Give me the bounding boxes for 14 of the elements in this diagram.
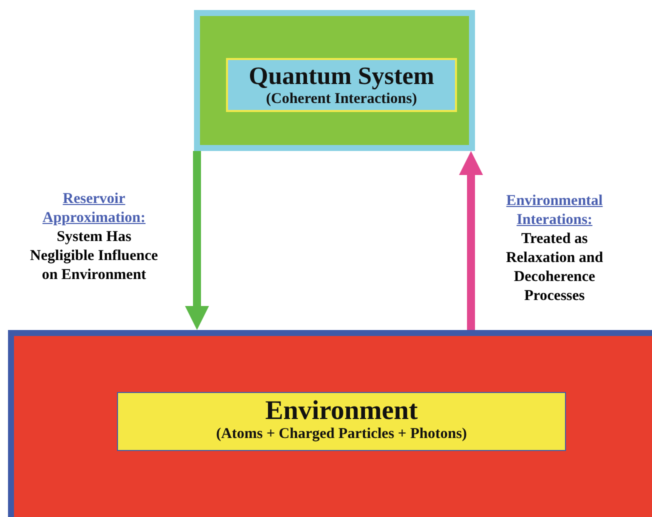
- node-title: Environment: [264, 396, 419, 425]
- node-subtitle: (Atoms + Charged Particles + Photons): [215, 425, 468, 443]
- annotation-text: Treated as Relaxation and Decoherence Processes: [504, 230, 604, 306]
- arrow: [459, 151, 483, 330]
- annotation-heading: Environmental Interations:: [505, 192, 604, 230]
- node-title: Quantum System: [248, 63, 436, 90]
- label-box: [117, 392, 566, 451]
- label-box: [226, 58, 457, 112]
- arrow: [185, 151, 209, 330]
- annotation-text: System Has Negligible Influence on Environment: [29, 228, 159, 285]
- system-panel: [194, 10, 475, 151]
- annotation-heading: Reservoir Approximation:: [41, 190, 147, 228]
- node-subtitle: (Coherent Interactions): [265, 90, 418, 108]
- system-panel: [8, 330, 652, 517]
